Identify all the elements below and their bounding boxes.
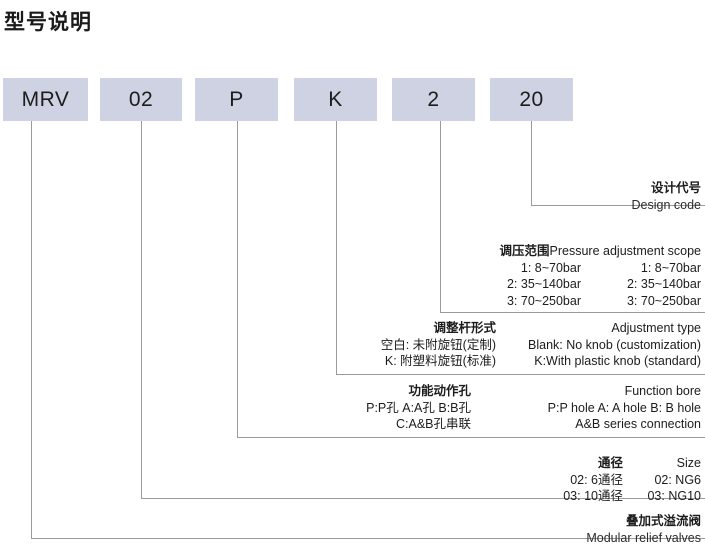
annotation-function-bore-header-en: Function bore [624, 384, 701, 398]
annotation-pressure-scope-row: 3: 70~250bar 3: 70~250bar [400, 293, 701, 310]
connector-line-pressure-scope-vertical [440, 121, 441, 312]
annotation-size-row-en: 02: NG6 [654, 472, 701, 487]
annotation-design-code: 设计代号 Design code [632, 180, 702, 213]
code-box-adjustment-type[interactable]: K [294, 78, 377, 121]
annotation-pressure-scope-header: 调压范围Pressure adjustment scope [400, 243, 701, 260]
annotation-size-row: 03: 10通径 03: NG10 [518, 488, 701, 505]
annotation-pressure-scope-row-cn: 1: 8~70bar [520, 260, 581, 275]
annotation-function-bore-row: C:A&B孔串联 A&B series connection [286, 416, 701, 433]
annotation-size-header-en: Size [676, 456, 701, 470]
annotation-pressure-scope-row-en: 2: 35~140bar [626, 277, 701, 291]
annotation-size-header: 通径 Size [518, 455, 701, 472]
annotation-size: 通径 Size 02: 6通径 02: NG6 03: 10通径 03: NG10 [518, 455, 701, 505]
connector-line-design-code-horizontal [531, 205, 705, 206]
code-box-function-bore[interactable]: P [195, 78, 278, 121]
annotation-adjustment-type-row-en: K:With plastic knob (standard) [534, 354, 701, 368]
annotation-adjustment-type-header-cn: 调整杆形式 [433, 321, 496, 335]
connector-line-function-bore-vertical [237, 121, 238, 437]
annotation-product-type: 叠加式溢流阀 Modular relief valves [586, 513, 701, 546]
page-title: 型号说明 [4, 11, 92, 34]
connector-line-product-type-vertical [31, 121, 32, 538]
annotation-size-row-en: 03: NG10 [647, 489, 701, 503]
code-box-mrv[interactable]: MRV [3, 78, 88, 121]
annotation-pressure-scope-row-en: 1: 8~70bar [640, 260, 701, 275]
annotation-adjustment-type-row: 空白: 未附旋钮(定制) Blank: No knob (customizatio… [336, 337, 701, 354]
annotation-pressure-scope-header-en: Pressure adjustment scope [549, 244, 701, 258]
annotation-adjustment-type-row-cn: K: 附塑料旋钮(标准) [384, 354, 496, 368]
annotation-size-row: 02: 6通径 02: NG6 [518, 472, 701, 489]
annotation-pressure-scope: 调压范围Pressure adjustment scope 1: 8~70bar… [400, 243, 701, 309]
annotation-pressure-scope-row: 2: 35~140bar 2: 35~140bar [400, 276, 701, 293]
code-box-pressure-scope[interactable]: 2 [392, 78, 475, 121]
annotation-function-bore-row-cn: P:P孔 A:A孔 B:B孔 [366, 400, 471, 415]
annotation-design-code-header-cn: 设计代号 [650, 181, 701, 195]
annotation-adjustment-type-row: K: 附塑料旋钮(标准) K:With plastic knob (standar… [336, 353, 701, 370]
annotation-function-bore: 功能动作孔 Function bore P:P孔 A:A孔 B:B孔 P:P hol… [286, 383, 701, 433]
code-box-size[interactable]: 02 [100, 78, 182, 121]
annotation-pressure-scope-row-cn: 3: 70~250bar [506, 293, 581, 308]
annotation-size-header-cn: 通径 [597, 456, 623, 470]
annotation-function-bore-row-en: A&B series connection [575, 417, 701, 431]
annotation-pressure-scope-row: 1: 8~70bar 1: 8~70bar [400, 260, 701, 277]
annotation-function-bore-header-cn: 功能动作孔 [408, 384, 471, 398]
annotation-function-bore-row-en: P:P hole A: A hole B: B hole [547, 400, 701, 415]
connector-line-adjustment-type-vertical [336, 121, 337, 374]
annotation-pressure-scope-header-cn: 调压范围 [499, 244, 550, 258]
connector-line-pressure-scope-horizontal [440, 312, 705, 313]
annotation-adjustment-type-header: 调整杆形式 Adjustment type [336, 320, 701, 337]
connector-line-adjustment-type-horizontal [336, 374, 705, 375]
annotation-function-bore-row: P:P孔 A:A孔 B:B孔 P:P hole A: A hole B: B ho… [286, 400, 701, 417]
annotation-adjustment-type-header-en: Adjustment type [611, 321, 701, 335]
connector-line-size-vertical [141, 121, 142, 498]
annotation-size-row-cn: 02: 6通径 [570, 472, 623, 487]
annotation-pressure-scope-row-cn: 2: 35~140bar [506, 277, 581, 291]
annotation-size-row-cn: 03: 10通径 [563, 489, 623, 503]
model-code-boxes: MRV 02 P K 2 20 [0, 78, 705, 121]
annotation-adjustment-type-row-en: Blank: No knob (customization) [528, 337, 701, 352]
connector-line-design-code-vertical [531, 121, 532, 205]
annotation-function-bore-header: 功能动作孔 Function bore [286, 383, 701, 400]
code-box-design-code[interactable]: 20 [490, 78, 573, 121]
connector-line-product-type-horizontal [31, 538, 705, 539]
annotation-design-code-header-en: Design code [631, 197, 702, 212]
annotation-pressure-scope-row-en: 3: 70~250bar [626, 293, 701, 308]
annotation-adjustment-type: 调整杆形式 Adjustment type 空白: 未附旋钮(定制) Blank: … [336, 320, 701, 370]
annotation-product-type-header-en: Modular relief valves [586, 530, 701, 545]
connector-line-size-horizontal [141, 498, 705, 499]
annotation-function-bore-row-cn: C:A&B孔串联 [395, 417, 471, 431]
connector-line-function-bore-horizontal [237, 437, 705, 438]
annotation-product-type-header-cn: 叠加式溢流阀 [625, 514, 701, 528]
annotation-adjustment-type-row-cn: 空白: 未附旋钮(定制) [380, 337, 496, 352]
